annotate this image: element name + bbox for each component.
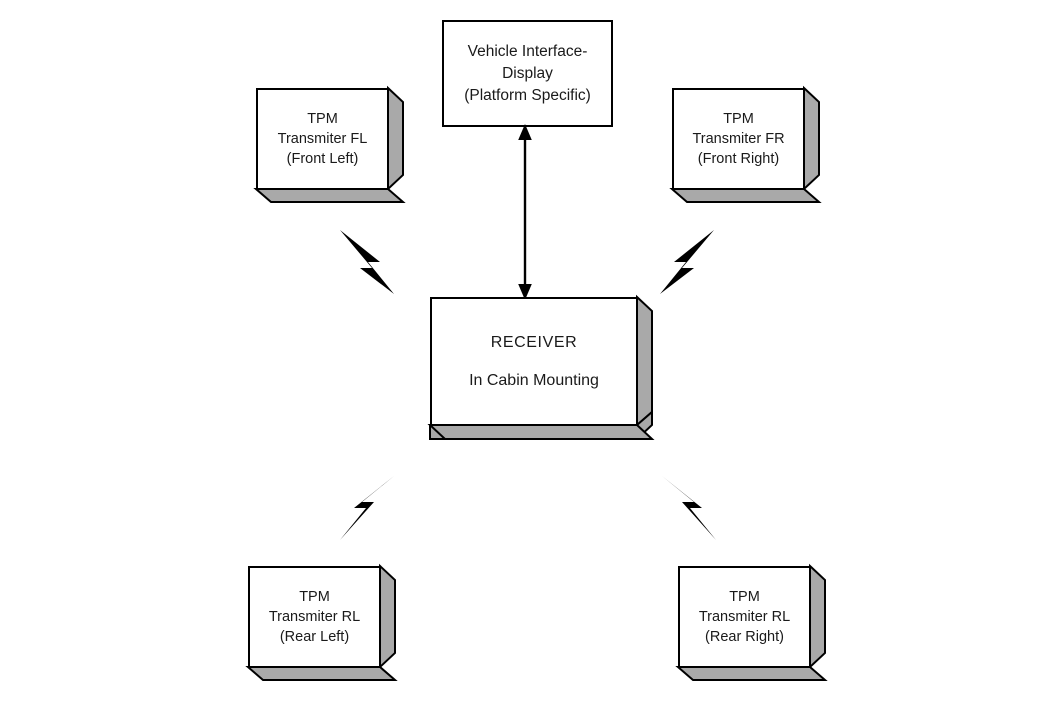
lightning-bolt-icon xyxy=(660,230,714,294)
tpm-fl-label-line-3: (Front Left) xyxy=(286,151,359,167)
tpm-rl-label-line-3: (Rear Left) xyxy=(279,629,350,645)
vehicle-interface-display-node[interactable]: Vehicle Interface- Display (Platform Spe… xyxy=(442,20,613,127)
tpm-fl-front-face: TPM Transmiter FL (Front Left) xyxy=(256,88,389,190)
rf-link-rear-left[interactable] xyxy=(338,474,396,542)
tpm-transmitter-rear-left-node[interactable]: TPM Transmiter RL (Rear Left) xyxy=(245,563,398,681)
lightning-bolt-icon xyxy=(340,230,394,294)
lightning-bolt-icon xyxy=(340,476,394,540)
tpm-transmitter-front-right-node[interactable]: TPM Transmiter FR (Front Right) xyxy=(669,85,822,203)
display-receiver-link[interactable] xyxy=(510,124,540,300)
receiver-node[interactable]: RECEIVER In Cabin Mounting xyxy=(427,294,655,440)
tpm-fr-label-line-1: TPM xyxy=(723,111,754,127)
rf-link-front-right[interactable] xyxy=(658,228,716,296)
tpm-fl-label-line-2: Transmiter FL xyxy=(277,131,368,147)
tpm-rl-label-line-1: TPM xyxy=(299,589,330,605)
tpm-rr-front-face: TPM Transmiter RL (Rear Right) xyxy=(678,566,811,668)
tpm-fl-label-line-1: TPM xyxy=(307,111,338,127)
tpm-rl-front-face: TPM Transmiter RL (Rear Left) xyxy=(248,566,381,668)
tpm-fr-front-face: TPM Transmiter FR (Front Right) xyxy=(672,88,805,190)
rf-link-rear-right[interactable] xyxy=(660,474,718,542)
display-label-line-2: Display xyxy=(502,64,553,82)
tpm-transmitter-front-left-node[interactable]: TPM Transmiter FL (Front Left) xyxy=(253,85,406,203)
receiver-front-face: RECEIVER In Cabin Mounting xyxy=(430,297,638,426)
receiver-title: RECEIVER xyxy=(490,333,578,351)
arrowhead-up-icon xyxy=(518,124,532,140)
tpm-transmitter-rear-right-node[interactable]: TPM Transmiter RL (Rear Right) xyxy=(675,563,828,681)
rf-link-front-left[interactable] xyxy=(338,228,396,296)
tpm-rr-label-line-1: TPM xyxy=(729,589,760,605)
lightning-bolt-icon xyxy=(662,476,716,540)
display-label-line-3: (Platform Specific) xyxy=(464,86,591,104)
tpm-fr-label-line-2: Transmiter FR xyxy=(692,131,785,147)
tpm-rr-label-line-3: (Rear Right) xyxy=(705,629,784,645)
arrowhead-down-icon xyxy=(518,284,532,300)
tpm-rl-label-line-2: Transmiter RL xyxy=(268,609,361,625)
tpm-rr-label-line-2: Transmiter RL xyxy=(698,609,791,625)
tpm-fr-label-line-3: (Front Right) xyxy=(697,151,780,167)
display-label-line-1: Vehicle Interface- xyxy=(467,42,588,60)
receiver-subtitle: In Cabin Mounting xyxy=(469,371,599,389)
